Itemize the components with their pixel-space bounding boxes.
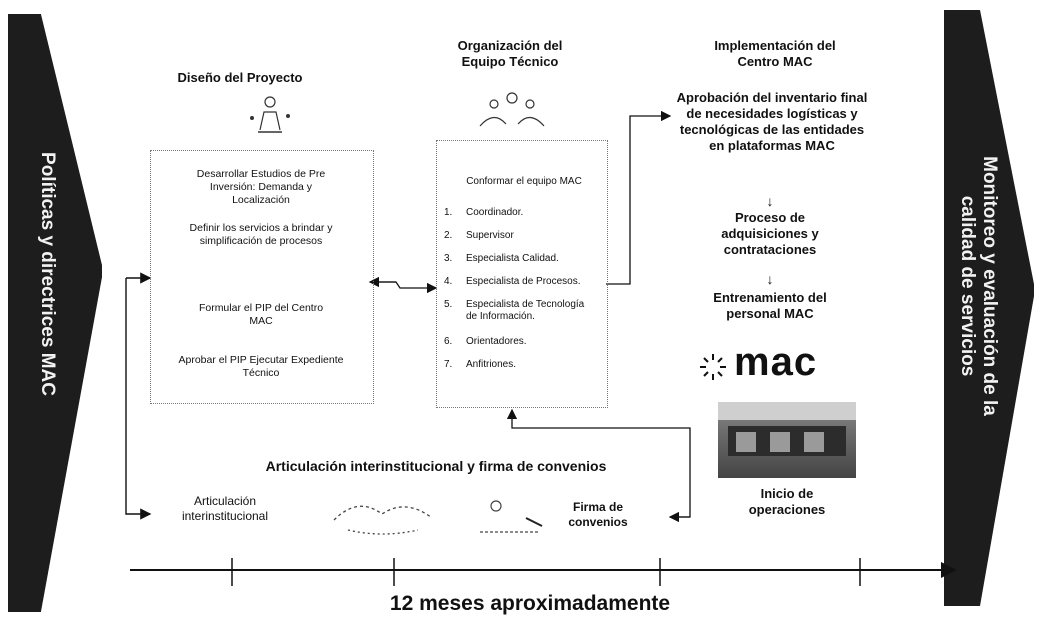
organizacion-heading: Conformar el equipo MAC <box>466 176 582 187</box>
team-people-icon <box>479 92 545 127</box>
list-item: 7.Anfitriones. <box>444 359 517 370</box>
team-impl-arrow <box>606 110 672 285</box>
diseno-step-1: Desarrollar Estudios de Pre Inversión: D… <box>196 168 326 206</box>
diseno-title: Diseño del Proyecto <box>177 70 303 85</box>
down-arrow-icon: ↓ <box>766 193 774 209</box>
diseno-step-4: Aprobar el PIP Ejecutar Expediente Técni… <box>178 354 344 379</box>
list-item: 2.Supervisor <box>444 230 514 241</box>
signing-icon <box>480 500 543 533</box>
organizacion-title: Organización del Equipo Técnico <box>457 38 563 69</box>
mac-building-image <box>718 402 856 478</box>
impl-step-2: Proceso de adquisiciones y contratacione… <box>721 210 819 257</box>
list-item: 3.Especialista Calidad. <box>444 253 559 264</box>
diseno-box <box>150 150 374 404</box>
down-arrow-icon: ↓ <box>766 271 774 287</box>
firma-convenios-label: Firma de convenios <box>568 500 628 529</box>
articulacion-title: Articulación interinstitucional y firma … <box>265 458 607 474</box>
organizacion-box <box>436 140 608 408</box>
list-item: 1.Coordinador. <box>444 207 524 218</box>
impl-step-3: Entrenamiento del personal MAC <box>713 290 827 321</box>
timeline-label: 12 meses aproximadamente <box>389 592 671 615</box>
organizacion-list: 1.Coordinador. 2.Supervisor 3.Especialis… <box>444 207 614 382</box>
implementacion-title: Implementación del Centro MAC <box>714 38 836 69</box>
inicio-operaciones: Inicio de operaciones <box>748 486 826 517</box>
list-item: 5.Especialista de Tecnología de Informac… <box>444 299 585 322</box>
left-bracket-line <box>125 278 152 520</box>
design-people-icon <box>250 96 290 133</box>
handshake-icon <box>333 505 433 535</box>
mac-sun-icon <box>700 354 726 380</box>
articulacion-left-label: Articulación interinstitucional <box>181 494 269 523</box>
impl-step-1: Aprobación del inventario final de neces… <box>676 90 868 153</box>
diseno-step-3: Formular el PIP del Centro MAC <box>198 302 324 327</box>
list-item: 6.Orientadores. <box>444 336 527 347</box>
mac-logo-text: mac <box>734 340 818 384</box>
mac-logo: mac <box>698 340 858 390</box>
design-team-arrow <box>372 281 438 294</box>
list-item: 4.Especialista de Procesos. <box>444 276 581 287</box>
diseno-step-2: Definir los servicios a brindar y simpli… <box>189 222 333 247</box>
